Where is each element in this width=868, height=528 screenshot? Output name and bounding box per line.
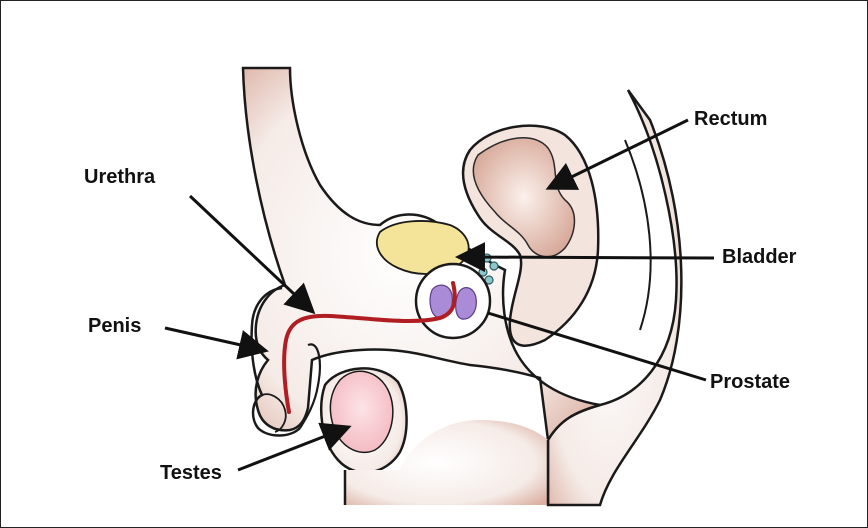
label-rectum: Rectum: [694, 108, 767, 130]
label-penis: Penis: [88, 315, 141, 337]
label-prostate: Prostate: [710, 371, 790, 393]
penis-arrow: [165, 328, 263, 350]
testis-organ: [330, 371, 392, 452]
label-testes: Testes: [160, 462, 222, 484]
bladder-arrow: [461, 257, 714, 258]
label-urethra: Urethra: [84, 166, 156, 188]
label-bladder: Bladder: [722, 246, 797, 268]
